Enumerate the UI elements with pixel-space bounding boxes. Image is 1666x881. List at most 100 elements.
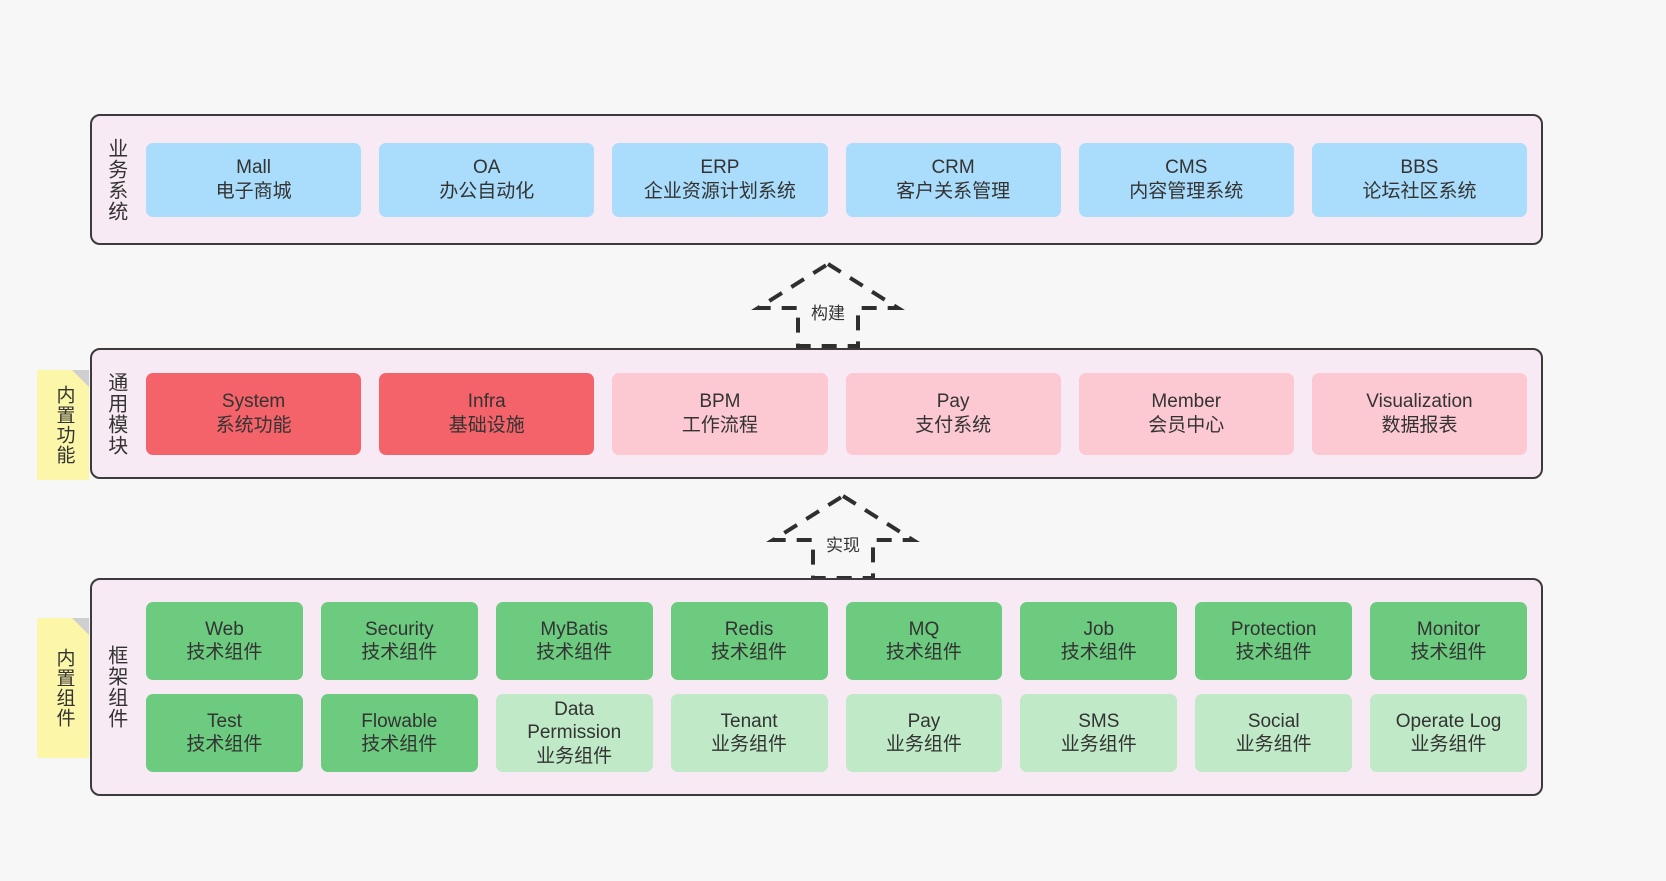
arrow-implement: 实现 (763, 490, 923, 582)
component-card-mq[interactable]: MQ 技术组件 (845, 602, 1003, 680)
card-title: Data (554, 699, 595, 721)
card-subtitle: 论坛社区系统 (1362, 180, 1477, 202)
card-title-line2: Permission (527, 722, 622, 744)
component-card-crm[interactable]: CRM 客户关系管理 (845, 142, 1061, 217)
layer-common-modules: 通用模块 System 系统功能 Infra 基础设施 BPM 工作流程 Pay… (90, 348, 1543, 479)
card-subtitle: 技术组件 (711, 642, 788, 663)
component-card-web[interactable]: Web 技术组件 (146, 602, 303, 680)
card-subtitle: 技术组件 (1410, 642, 1487, 663)
card-subtitle: 技术组件 (1060, 642, 1137, 663)
component-card-visualization[interactable]: Visualization 数据报表 (1311, 372, 1528, 455)
component-card-job[interactable]: Job 技术组件 (1020, 602, 1178, 680)
card-title: Member (1151, 391, 1222, 413)
card-title: ERP (700, 157, 740, 179)
layer-label-framework-components: 框架组件 (104, 645, 127, 729)
component-card-protection[interactable]: Protection 技术组件 (1195, 602, 1353, 680)
card-title: Protection (1230, 618, 1317, 640)
component-card-oa[interactable]: OA 办公自动化 (379, 142, 595, 217)
card-subtitle: 客户关系管理 (896, 180, 1011, 202)
card-subtitle: 支付系统 (915, 414, 992, 436)
card-title: Security (364, 618, 434, 640)
card-title: Test (207, 710, 242, 732)
component-card-cms[interactable]: CMS 内容管理系统 (1078, 142, 1294, 217)
component-card-erp[interactable]: ERP 企业资源计划系统 (612, 142, 828, 217)
card-title: Monitor (1416, 618, 1481, 640)
component-card-social[interactable]: Social 业务组件 (1195, 694, 1353, 772)
card-subtitle: 技术组件 (361, 642, 438, 663)
arrow-implement-icon (766, 493, 920, 580)
component-card-test[interactable]: Test 技术组件 (146, 694, 303, 772)
sticky-note-label: 内置组件 (53, 648, 75, 728)
card-subtitle: 企业资源计划系统 (643, 180, 796, 202)
component-card-pay[interactable]: Pay 支付系统 (845, 372, 1061, 455)
component-card-flowable[interactable]: Flowable 技术组件 (320, 694, 478, 772)
component-row: System 系统功能 Infra 基础设施 BPM 工作流程 Pay 支付系统… (146, 372, 1528, 455)
card-subtitle: 技术组件 (186, 734, 263, 755)
component-card-bbs[interactable]: BBS 论坛社区系统 (1311, 142, 1528, 217)
arrow-build: 构建 (748, 258, 908, 350)
component-card-mall[interactable]: Mall 电子商城 (146, 142, 362, 217)
card-subtitle: 系统功能 (215, 414, 292, 436)
layer-label-common-modules: 通用模块 (104, 371, 127, 456)
component-card-mybatis[interactable]: MyBatis 技术组件 (495, 602, 653, 680)
card-title: CMS (1165, 157, 1208, 179)
card-subtitle: 工作流程 (681, 414, 758, 436)
card-subtitle: 业务组件 (711, 734, 788, 755)
component-card-tenant[interactable]: Tenant 业务组件 (670, 694, 828, 772)
component-card-monitor[interactable]: Monitor 技术组件 (1370, 602, 1527, 680)
card-title: SMS (1078, 710, 1120, 732)
card-title: Web (205, 618, 244, 640)
component-row: Web 技术组件 Security 技术组件 MyBatis 技术组件 Redi… (146, 602, 1527, 680)
component-row: Mall 电子商城 OA 办公自动化 ERP 企业资源计划系统 CRM 客户关系… (146, 142, 1528, 217)
card-title: System (221, 391, 286, 413)
layer-body-framework-components: Web 技术组件 Security 技术组件 MyBatis 技术组件 Redi… (138, 580, 1541, 794)
sticky-note-label: 内置功能 (53, 385, 75, 465)
component-card-redis[interactable]: Redis 技术组件 (670, 602, 828, 680)
card-subtitle: 业务组件 (885, 734, 962, 755)
layer-body-common-modules: System 系统功能 Infra 基础设施 BPM 工作流程 Pay 支付系统… (138, 350, 1541, 477)
card-title: CRM (931, 157, 975, 179)
card-subtitle: 业务组件 (1235, 734, 1312, 755)
component-card-sms[interactable]: SMS 业务组件 (1020, 694, 1178, 772)
card-subtitle: 基础设施 (448, 414, 525, 436)
card-title: Pay (936, 391, 970, 413)
card-subtitle: 办公自动化 (439, 180, 535, 202)
card-subtitle: 业务组件 (1410, 734, 1487, 755)
card-title: BBS (1400, 157, 1439, 179)
card-subtitle: 电子商城 (215, 180, 292, 202)
layer-body-business-systems: Mall 电子商城 OA 办公自动化 ERP 企业资源计划系统 CRM 客户关系… (138, 116, 1541, 243)
sticky-note-builtin-components: 内置组件 (37, 618, 89, 758)
card-subtitle: 会员中心 (1148, 414, 1225, 436)
component-card-member[interactable]: Member 会员中心 (1078, 372, 1294, 455)
card-title: Operate Log (1395, 710, 1502, 732)
card-subtitle: 技术组件 (885, 642, 962, 663)
component-card-security[interactable]: Security 技术组件 (320, 602, 478, 680)
arrow-build-icon (751, 261, 905, 348)
component-card-data-permission[interactable]: Data Permission 业务组件 (495, 694, 653, 772)
card-title: MQ (908, 618, 940, 640)
component-row: Test 技术组件 Flowable 技术组件 Data Permission … (146, 694, 1527, 772)
layer-label-business-systems: 业务系统 (104, 137, 127, 222)
component-card-infra[interactable]: Infra 基础设施 (379, 372, 595, 455)
card-title: Social (1247, 710, 1300, 732)
card-title: OA (473, 157, 501, 179)
card-title: MyBatis (540, 618, 608, 640)
component-card-system[interactable]: System 系统功能 (146, 372, 362, 455)
card-title: BPM (699, 391, 741, 413)
card-subtitle: 技术组件 (1235, 642, 1312, 663)
layer-framework-components: 框架组件 Web 技术组件 Security 技术组件 MyBatis 技术组件… (90, 578, 1543, 796)
sticky-note-builtin-features: 内置功能 (37, 370, 89, 480)
component-card-pay-business[interactable]: Pay 业务组件 (845, 694, 1003, 772)
component-card-bpm[interactable]: BPM 工作流程 (612, 372, 828, 455)
card-title: Mall (236, 157, 271, 179)
card-subtitle: 数据报表 (1381, 414, 1458, 436)
card-title: Redis (724, 618, 774, 640)
layer-business-systems: 业务系统 Mall 电子商城 OA 办公自动化 ERP 企业资源计划系统 CRM… (90, 114, 1543, 245)
card-subtitle: 业务组件 (536, 745, 613, 767)
card-title: Job (1083, 618, 1115, 640)
component-card-operate-log[interactable]: Operate Log 业务组件 (1370, 694, 1527, 772)
card-title: Infra (467, 391, 506, 413)
card-title: Visualization (1366, 391, 1473, 413)
card-subtitle: 内容管理系统 (1129, 180, 1244, 202)
card-title: Flowable (361, 710, 438, 732)
